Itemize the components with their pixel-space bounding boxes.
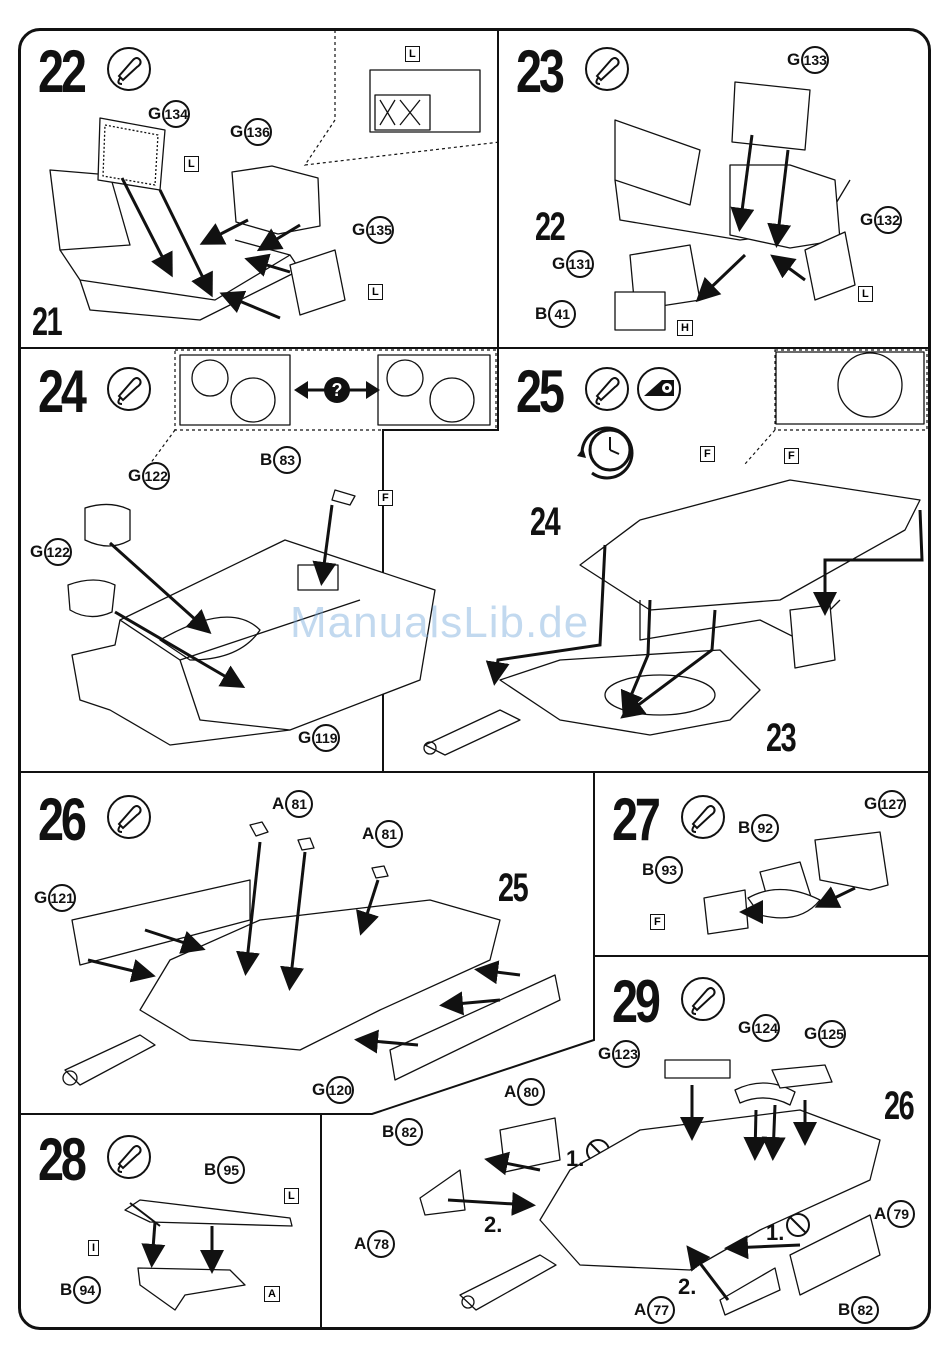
color-flag: H	[677, 320, 693, 336]
color-flag: L	[284, 1188, 299, 1204]
step-callout: 26	[884, 1084, 913, 1129]
color-flag: F	[378, 490, 393, 506]
color-flag: F	[700, 446, 715, 462]
color-flag: F	[784, 448, 799, 464]
color-flag: L	[368, 284, 383, 300]
step-callout: 21	[32, 300, 61, 345]
step-callout: 22	[535, 205, 564, 250]
step-callout: 25	[498, 866, 527, 911]
sequence-label: 2.	[678, 1274, 696, 1300]
color-flag: I	[88, 1240, 99, 1256]
sequence-label: 1.	[766, 1220, 784, 1246]
color-flag: L	[184, 156, 199, 172]
step-callout: 23	[766, 716, 795, 761]
color-flag: F	[650, 914, 665, 930]
step-callout: 24	[530, 500, 559, 545]
watermark: ManualsLib.de	[290, 598, 589, 648]
color-flag: L	[405, 46, 420, 62]
sequence-label: 1.	[566, 1146, 584, 1172]
sequence-label: 2.	[484, 1212, 502, 1238]
color-flag: L	[858, 286, 873, 302]
color-flag: A	[264, 1286, 280, 1302]
